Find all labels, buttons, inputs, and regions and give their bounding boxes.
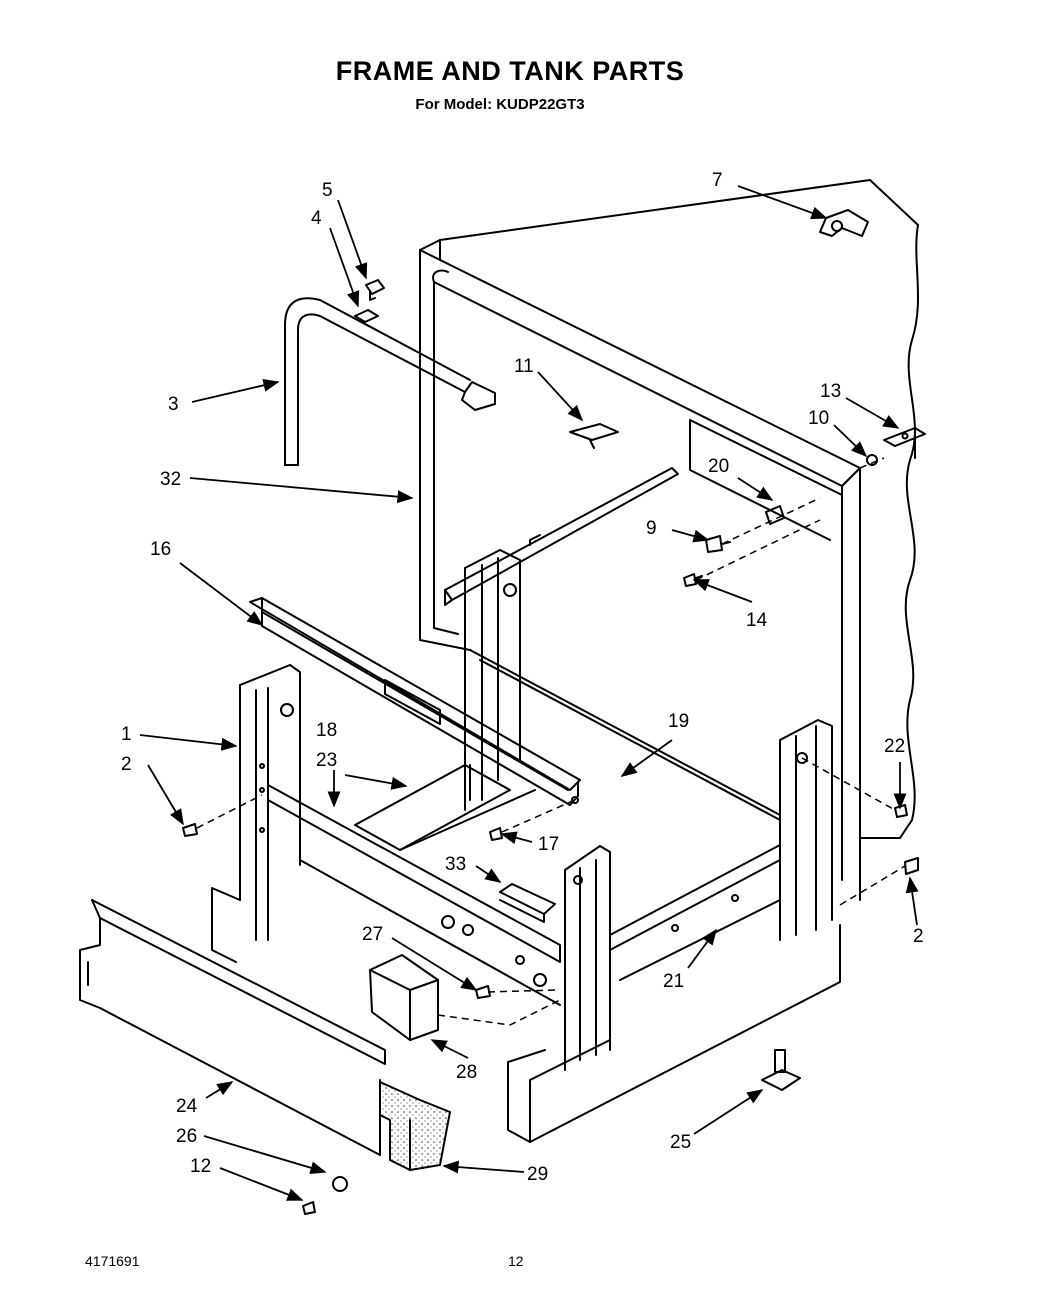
callout-1: 1 [121,724,132,745]
callout-24: 24 [176,1096,198,1117]
callout-32: 32 [160,469,181,490]
washer-26 [332,1176,348,1192]
callout-28: 28 [456,1062,477,1083]
page-number: 12 [508,1253,524,1269]
callout-26: 26 [176,1126,197,1147]
toe-panel-24 [79,899,386,1156]
frame-upright-rear-left [464,549,521,811]
bracket-13 [883,427,926,459]
screw-2-left [182,823,198,837]
callout-2-right: 2 [913,926,924,947]
model-subtitle: For Model: KUDP22GT3 [415,96,585,113]
callout-17: 17 [538,834,559,855]
screw-22 [894,804,908,818]
callout-10: 10 [808,408,829,429]
callout-4: 4 [311,208,322,229]
callout-27: 27 [362,924,383,945]
screw-9 [705,535,731,553]
document-number: 4171691 [85,1253,140,1269]
callout-19: 19 [668,711,689,732]
callout-11: 11 [514,356,534,377]
screw-5 [365,279,385,301]
tank-outline [419,179,920,901]
frame-upright-front [564,845,611,1071]
screw-27 [475,985,491,999]
cross-member-21 [609,844,781,961]
callout-labels: 5 4 7 3 11 13 10 32 20 9 16 14 1 18 19 2… [121,170,924,1185]
callout-5: 5 [322,180,333,201]
callout-13: 13 [820,381,841,402]
frame-side-left-1 [211,664,301,963]
clip-11 [569,423,619,449]
callout-9: 9 [646,518,657,539]
callout-23: 23 [316,750,337,771]
tank-rail [444,467,679,606]
hinge-clip-7 [819,209,869,237]
callout-14: 14 [746,610,768,631]
screw-2-right [904,857,919,875]
callout-16: 16 [150,539,171,560]
callout-2-left: 2 [121,754,132,775]
callout-33: 33 [445,854,466,875]
alignment-lines [196,457,906,1026]
cross-member-23 [267,784,561,1006]
screw-14 [683,573,703,587]
base-pan [507,899,841,1143]
callout-25: 25 [670,1132,691,1153]
bracket-33 [499,883,556,923]
callout-3: 3 [168,394,179,415]
screw-17 [489,827,503,841]
spacer-20 [765,505,785,525]
callout-7: 7 [712,170,723,191]
frame-upright-rear-right [779,719,833,941]
module-28 [369,954,439,1041]
insulation-29 [379,1081,451,1171]
callout-29: 29 [527,1164,548,1185]
callout-12: 12 [190,1156,211,1177]
callout-18: 18 [316,720,337,741]
callout-20: 20 [708,456,729,477]
page-title: FRAME AND TANK PARTS [335,56,685,86]
base-18 [354,764,536,851]
nut-10 [866,454,878,466]
screw-12 [302,1201,316,1215]
callout-22: 22 [884,736,905,757]
callout-21: 21 [663,971,684,992]
door-gasket [284,297,496,466]
leader-arrows [139,185,919,1201]
leveling-leg-25 [761,1049,801,1091]
